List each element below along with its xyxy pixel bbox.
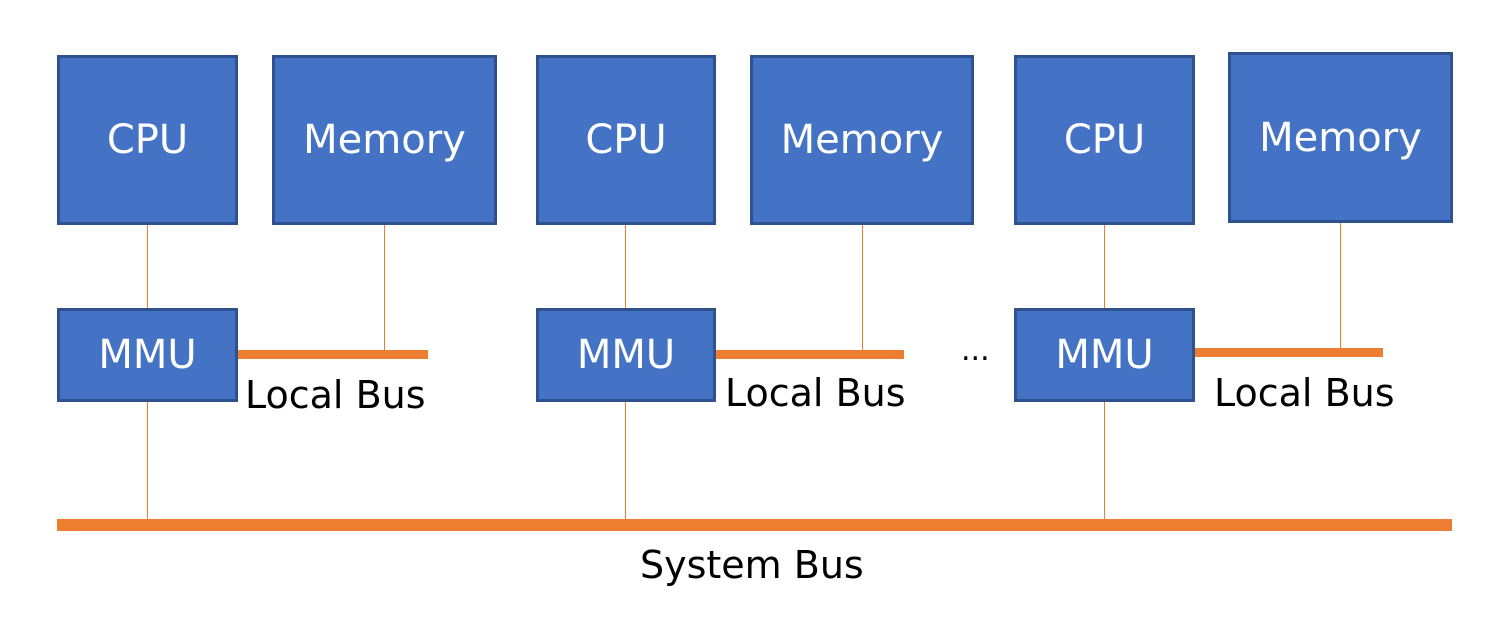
memory-local-bus-connector-3 — [1340, 223, 1341, 348]
system-bus-line — [57, 519, 1452, 531]
mmu-label-2: MMU — [576, 332, 676, 378]
mmu-system-bus-connector-1 — [147, 402, 148, 520]
memory-label-1: Memory — [303, 117, 466, 163]
local-bus-label-2: Local Bus — [725, 371, 906, 415]
mmu-box-2: MMU — [536, 308, 716, 402]
memory-label-2: Memory — [780, 117, 944, 163]
system-bus-label: System Bus — [640, 543, 864, 587]
cpu-label-3: CPU — [1063, 117, 1146, 163]
memory-label-3: Memory — [1259, 114, 1422, 161]
memory-box-2: Memory — [750, 55, 974, 225]
memory-box-1: Memory — [272, 55, 497, 225]
mmu-system-bus-connector-2 — [625, 402, 626, 520]
mmu-label-1: MMU — [98, 332, 197, 378]
memory-local-bus-connector-2 — [862, 225, 863, 350]
cpu-label-2: CPU — [585, 117, 667, 163]
memory-box-3: Memory — [1228, 52, 1453, 223]
cpu-mmu-connector-1 — [147, 225, 148, 308]
local-bus-line-2 — [716, 350, 904, 359]
mmu-box-1: MMU — [57, 308, 238, 402]
cpu-box-2: CPU — [536, 55, 716, 225]
memory-local-bus-connector-1 — [384, 225, 385, 352]
mmu-box-3: MMU — [1014, 308, 1195, 402]
local-bus-label-3: Local Bus — [1214, 371, 1395, 415]
local-bus-label-1: Local Bus — [245, 373, 426, 417]
ellipsis-text: ... — [961, 333, 990, 368]
local-bus-line-1 — [238, 350, 428, 359]
local-bus-line-3 — [1195, 348, 1383, 357]
cpu-box-3: CPU — [1014, 55, 1195, 225]
mmu-system-bus-connector-3 — [1104, 402, 1105, 520]
cpu-label-1: CPU — [106, 117, 189, 163]
mmu-label-3: MMU — [1055, 332, 1154, 378]
cpu-mmu-connector-3 — [1104, 225, 1105, 308]
cpu-mmu-connector-2 — [625, 225, 626, 308]
cpu-box-1: CPU — [57, 55, 238, 225]
